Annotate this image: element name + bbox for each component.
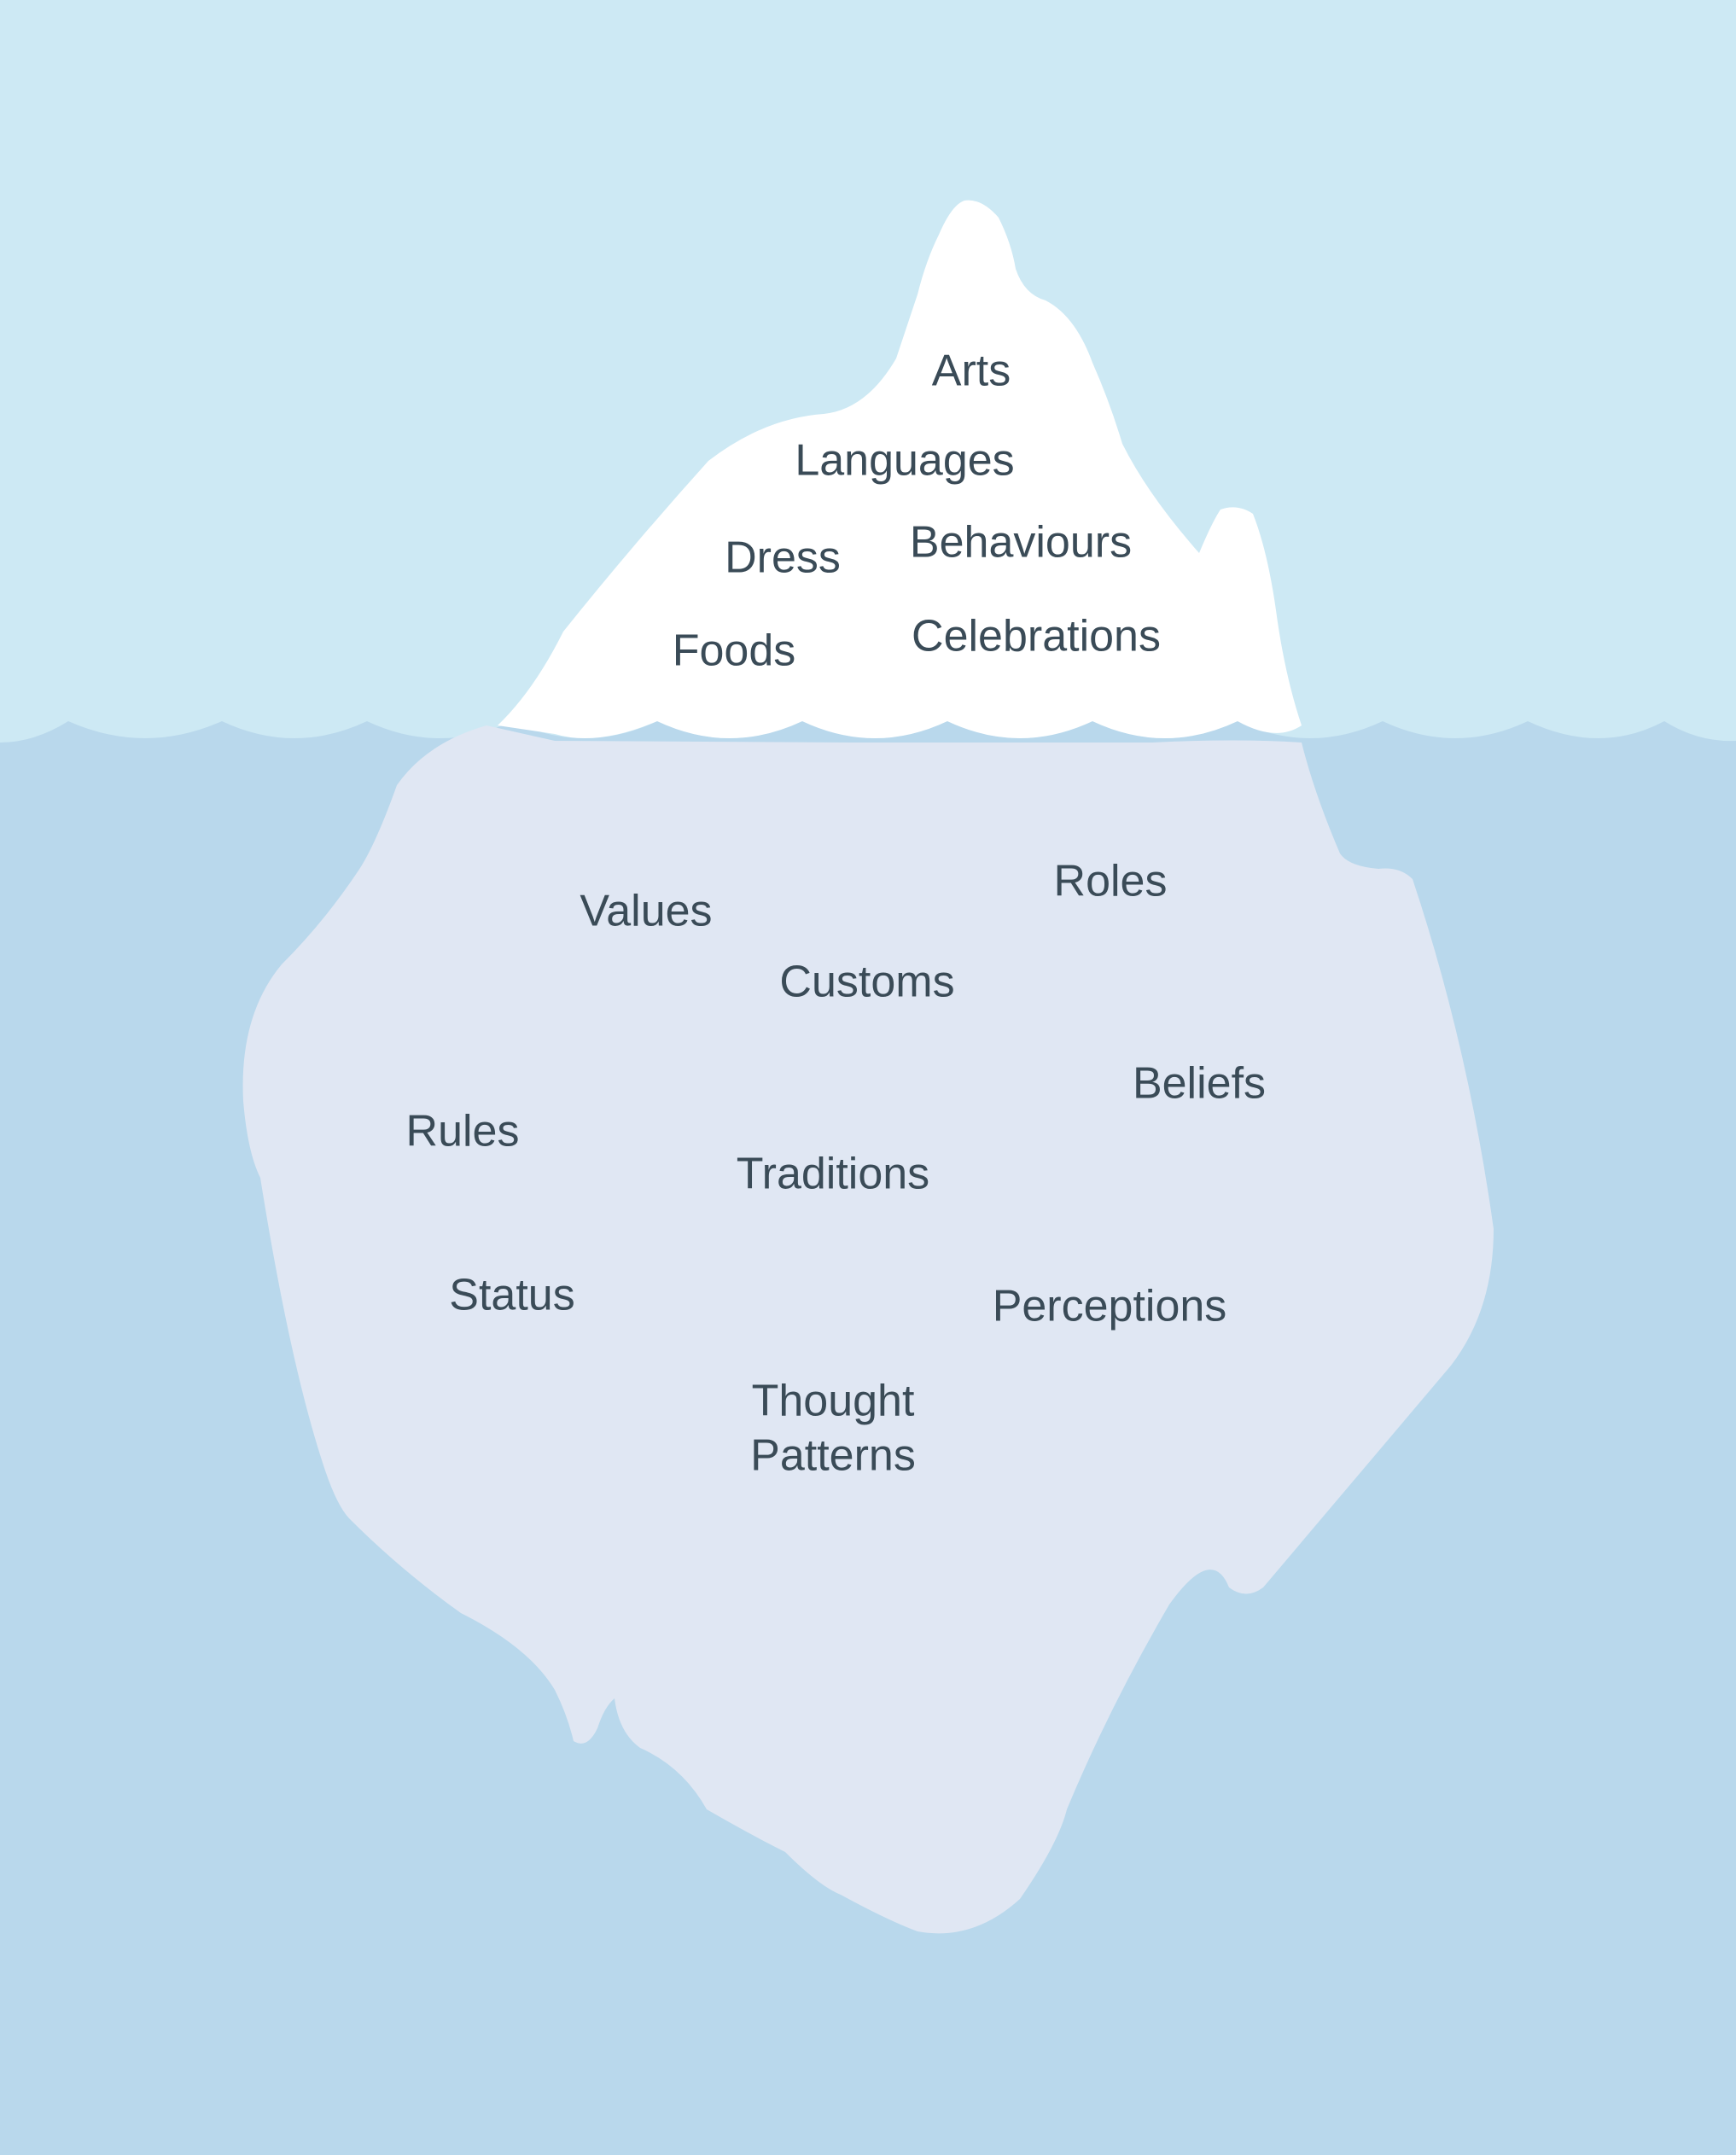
label-values: Values	[580, 887, 712, 936]
label-roles: Roles	[1054, 857, 1168, 906]
label-foods: Foods	[673, 626, 796, 676]
iceberg-above-water	[498, 200, 1302, 739]
label-customs: Customs	[779, 958, 954, 1007]
label-perceptions: Perceptions	[993, 1282, 1227, 1331]
label-arts: Arts	[932, 347, 1011, 396]
iceberg-below-water	[242, 725, 1494, 1934]
label-rules: Rules	[406, 1107, 520, 1156]
label-thought: Thought	[752, 1377, 915, 1426]
label-dress: Dress	[725, 533, 841, 583]
label-beliefs: Beliefs	[1133, 1059, 1266, 1109]
label-status: Status	[449, 1271, 574, 1320]
label-celebrations: Celebrations	[912, 612, 1161, 661]
label-patterns: Patterns	[750, 1431, 916, 1481]
label-languages: Languages	[795, 436, 1014, 486]
label-behaviours: Behaviours	[910, 518, 1132, 568]
label-traditions: Traditions	[737, 1150, 929, 1199]
